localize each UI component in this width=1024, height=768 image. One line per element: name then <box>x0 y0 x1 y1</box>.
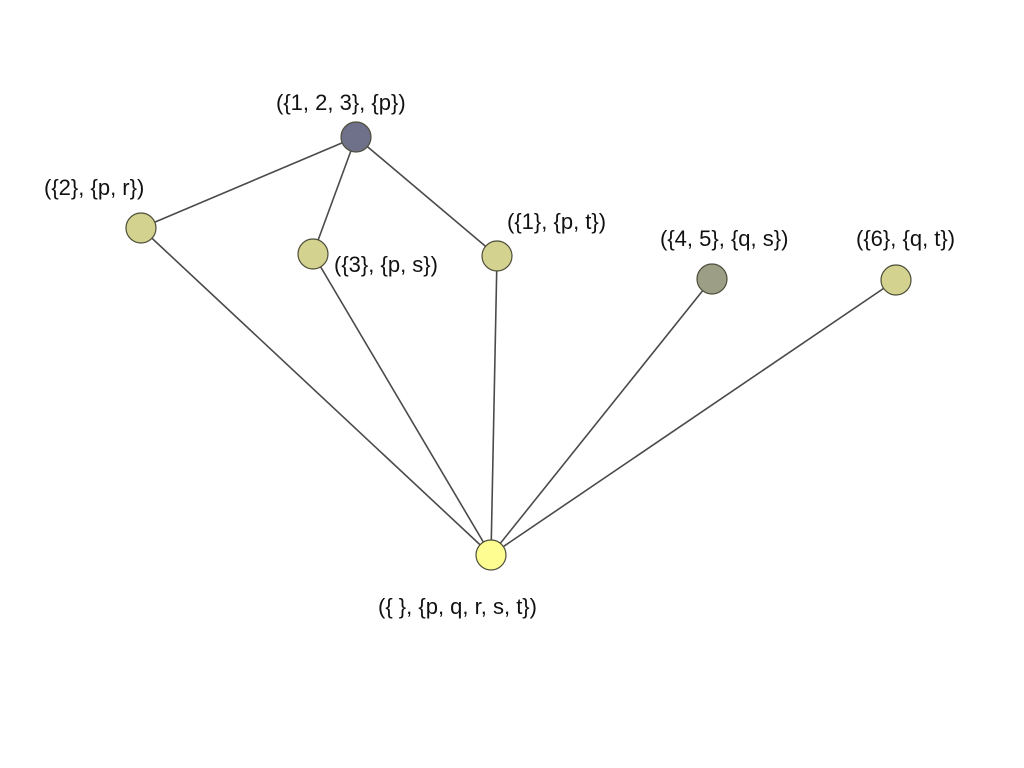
edge-top-three <box>312 136 357 255</box>
edge-one-bottom <box>490 255 498 556</box>
node-four-five[interactable] <box>696 263 728 295</box>
label-bottom: ({ }, {p, q, r, s, t}) <box>378 594 537 619</box>
node-top[interactable] <box>340 121 372 153</box>
edge-four-five-bottom <box>490 278 713 556</box>
edge-top-two <box>140 136 357 229</box>
nodes <box>125 121 912 571</box>
label-three: ({3}, {p, s}) <box>334 252 438 277</box>
edges <box>140 136 897 556</box>
node-bottom[interactable] <box>475 539 507 571</box>
labels: ({1, 2, 3}, {p}) ({2}, {p, r}) ({3}, {p,… <box>44 90 955 619</box>
edge-top-one <box>355 136 498 257</box>
node-six[interactable] <box>880 264 912 296</box>
label-two: ({2}, {p, r}) <box>44 175 144 200</box>
label-six: ({6}, {q, t}) <box>856 226 955 251</box>
edge-three-bottom <box>312 253 492 556</box>
node-one[interactable] <box>481 240 513 272</box>
edge-two-bottom <box>140 227 492 556</box>
node-two[interactable] <box>125 212 157 244</box>
label-top: ({1, 2, 3}, {p}) <box>276 90 406 115</box>
node-three[interactable] <box>297 238 329 270</box>
edge-six-bottom <box>490 279 897 556</box>
label-four-five: ({4, 5}, {q, s}) <box>660 226 788 251</box>
label-one: ({1}, {p, t}) <box>507 209 606 234</box>
